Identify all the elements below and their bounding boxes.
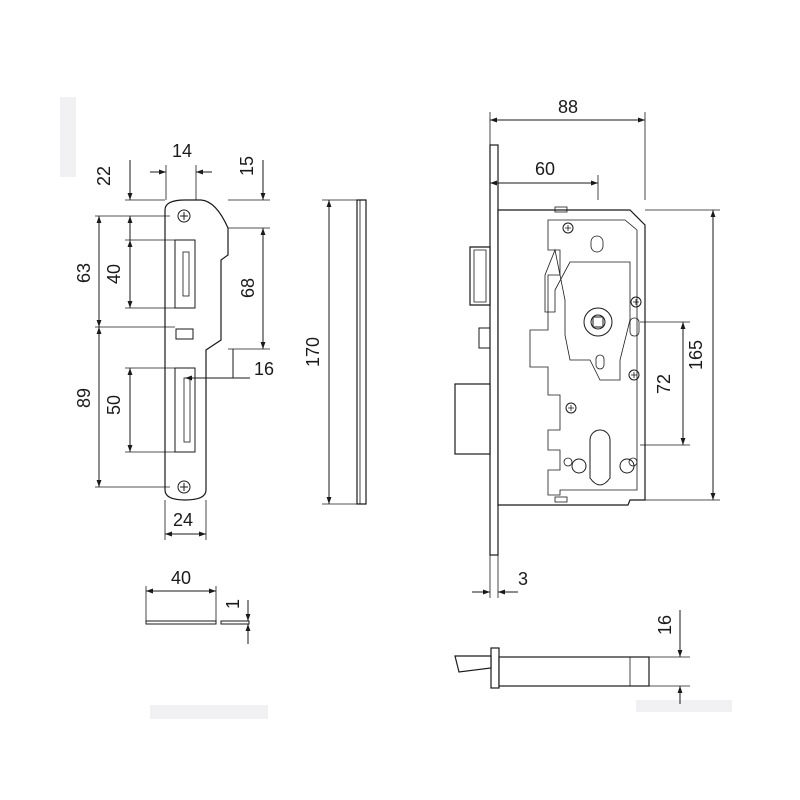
screw	[630, 296, 642, 308]
dim-total-depth-label: 88	[558, 97, 578, 117]
faceplate-extension-lines	[95, 165, 270, 540]
dead-bolt	[454, 383, 491, 455]
latch-slot	[174, 239, 196, 309]
screw-hole-bottom	[177, 480, 191, 494]
dim-height-label: 165	[686, 340, 706, 370]
faceplate-dimension-lines	[96, 160, 266, 537]
follower-hub	[583, 307, 613, 337]
follower	[544, 248, 631, 381]
latch-bolt	[469, 246, 491, 306]
background-smudge	[60, 97, 76, 177]
slot	[590, 235, 604, 253]
lock-front-plate	[489, 144, 499, 556]
dim-length-label: 170	[303, 337, 323, 367]
latch-slot-inner	[182, 251, 190, 297]
dim-top-offset-label: 22	[94, 166, 114, 186]
lock-top-view	[454, 610, 690, 704]
dim-lower-span-label: 89	[74, 388, 94, 408]
background-smudge	[150, 705, 268, 719]
faceplate-side-profile	[356, 199, 367, 505]
lock-mechanism	[529, 219, 638, 496]
screw-cross	[180, 483, 188, 491]
dim-edge-thickness-label: 1	[223, 599, 243, 609]
small-slot	[175, 328, 194, 340]
lock-body-dimension-lines	[472, 117, 716, 595]
screw	[562, 222, 574, 234]
dim-latch-slot-label: 40	[104, 264, 124, 284]
spindle-square	[592, 316, 604, 328]
screw-cross	[180, 212, 188, 220]
bolt-slot	[174, 367, 196, 453]
dim-bolt-offset-label: 16	[254, 359, 274, 379]
dim-top-right-label: 15	[237, 156, 257, 176]
top-view-case	[498, 656, 650, 687]
faceplate-front-view	[164, 199, 229, 501]
faceplate-outline	[164, 199, 229, 501]
cylinder-cam	[571, 458, 587, 474]
dim-center-distance-label: 72	[654, 374, 674, 394]
screw	[628, 369, 640, 381]
dim-width-top-label: 14	[172, 141, 192, 161]
edge-plate	[145, 620, 217, 625]
dim-upper-span-label: 63	[74, 263, 94, 283]
dim-plate-thickness-label: 3	[518, 569, 528, 589]
dim-edge-width-label: 40	[171, 568, 191, 588]
screw-hole-top	[177, 209, 191, 223]
cylinder-cutout	[589, 429, 611, 486]
screw	[565, 402, 577, 414]
lock-body-extension-lines	[489, 112, 720, 598]
background-smudge	[636, 700, 732, 712]
dim-center-span-label: 68	[238, 278, 258, 298]
edge-plate-end	[220, 620, 250, 625]
faceplate-edge-view	[145, 586, 251, 644]
top-view-front-plate	[490, 647, 500, 689]
lock-case	[497, 209, 646, 506]
dim-backset-label: 60	[535, 159, 555, 179]
dim-bolt-slot-label: 50	[104, 395, 124, 415]
faceplate-side-view	[322, 199, 367, 505]
dim-bolt-width-label: 16	[655, 615, 675, 635]
lock-body-view	[454, 144, 646, 556]
dim-bottom-width-label: 24	[173, 510, 193, 530]
top-view-latch	[454, 655, 492, 673]
